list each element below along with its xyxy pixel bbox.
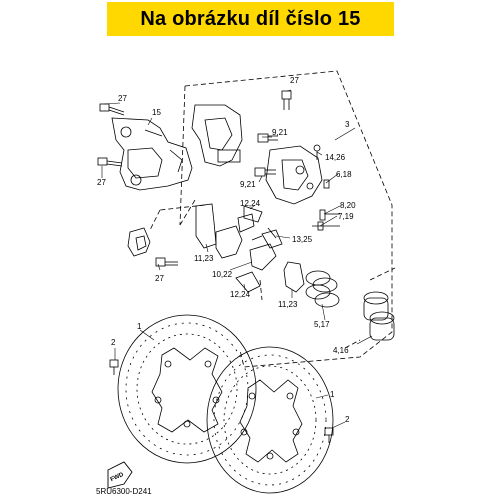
label-10-22: 10,22 — [212, 270, 233, 279]
label-9-21-top: 9,21 — [272, 128, 288, 137]
label-27-top-left: 27 — [118, 94, 127, 103]
title-banner: Na obrázku díl číslo 15 — [107, 2, 394, 36]
brake-pad-icon — [195, 203, 305, 293]
label-12-24-bottom: 12,24 — [230, 290, 251, 299]
label-11-23-right: 11,23 — [278, 300, 298, 309]
piston-seal-icon — [305, 270, 340, 308]
label-27-top: 27 — [290, 76, 299, 85]
brake-disc-icon — [117, 314, 257, 464]
diagram-code: 5RU6300-D241 — [96, 487, 152, 496]
label-13-25: 13,25 — [292, 235, 313, 244]
label-1-left: 1 — [137, 322, 142, 331]
label-12-24-top: 12,24 — [240, 199, 261, 208]
fwd-label: FWD — [110, 472, 126, 483]
label-5-17: 5,17 — [314, 320, 330, 329]
label-14-26: 14,26 — [325, 153, 346, 162]
piston-icon — [363, 291, 395, 341]
label-2-left: 2 — [111, 338, 116, 347]
label-27-bottom: 27 — [155, 274, 164, 283]
bolt-icon — [97, 90, 292, 267]
label-11-23-left: 11,23 — [194, 254, 214, 263]
brake-disc-icon — [206, 346, 334, 494]
label-7-19: 7,19 — [338, 212, 354, 221]
label-4-16: 4,16 — [333, 346, 349, 355]
label-27-left: 27 — [97, 178, 106, 187]
disc-bolt-icon — [109, 359, 334, 443]
label-1-right: 1 — [330, 390, 335, 399]
assembly-frame — [184, 70, 393, 368]
pin-icon — [254, 133, 340, 231]
label-6-18: 6,18 — [336, 170, 352, 179]
label-2-right: 2 — [345, 415, 350, 424]
label-8-20: 8,20 — [340, 201, 356, 210]
caliper-bracket-icon — [111, 117, 193, 191]
caliper-icon — [191, 104, 323, 205]
label-3: 3 — [345, 120, 350, 129]
fwd-arrow-icon: FWD — [107, 461, 133, 489]
banner-title: Na obrázku díl číslo 15 — [140, 7, 361, 30]
label-15: 15 — [152, 108, 161, 117]
label-9-21-bottom: 9,21 — [240, 180, 256, 189]
clip-icon — [127, 227, 151, 257]
pad-spring-icon — [235, 205, 283, 293]
